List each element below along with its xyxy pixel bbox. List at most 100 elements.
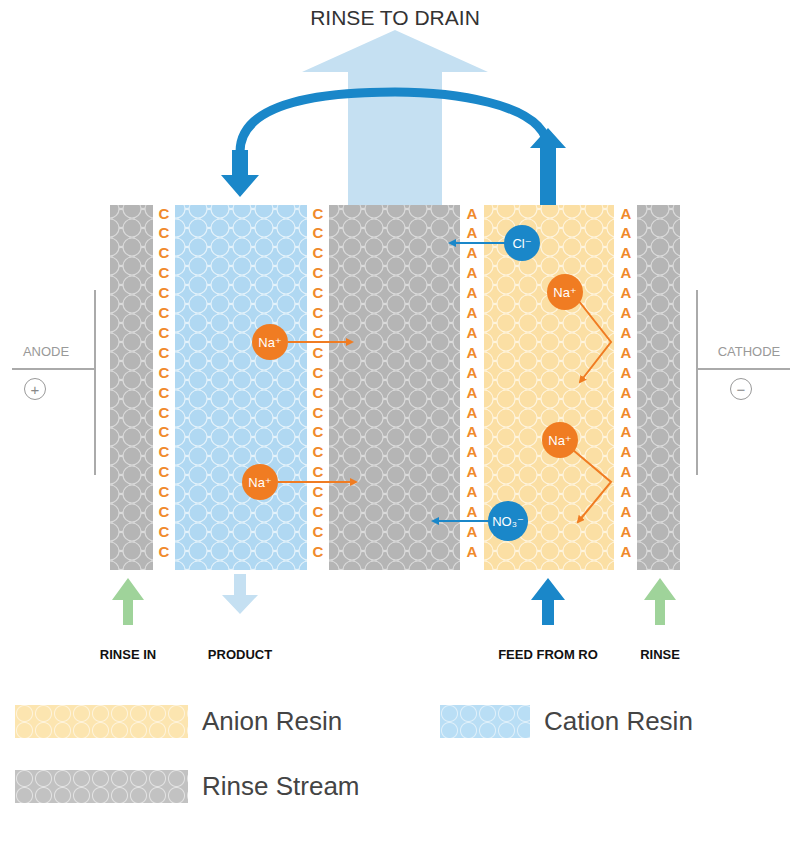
ion-arrow	[433, 520, 490, 522]
membrane-letter: A	[621, 305, 632, 320]
ion-arrow	[278, 481, 356, 483]
flow-label: PRODUCT	[208, 648, 272, 663]
membrane-letter: C	[159, 245, 170, 260]
membrane-letter: C	[159, 405, 170, 420]
recycle-up-arrow	[530, 128, 566, 205]
membrane-letter: A	[621, 365, 632, 380]
ion-label: NO₃⁻	[492, 514, 524, 529]
membrane-letter: C	[313, 484, 324, 499]
membrane-letter: C	[313, 225, 324, 240]
recycle-arc	[240, 92, 548, 152]
legend-swatch	[15, 770, 188, 803]
membrane-letter: C	[159, 206, 170, 221]
membrane-letter: A	[467, 504, 478, 519]
ion-circle: NO₃⁻	[488, 501, 528, 541]
ion-label: −	[737, 381, 746, 398]
membrane-letter: A	[621, 265, 632, 280]
membrane-letter: C	[159, 464, 170, 479]
membrane-letter: A	[467, 225, 478, 240]
membrane-letter: C	[159, 265, 170, 280]
membrane-letter: A	[467, 245, 478, 260]
membrane-letter: C	[313, 405, 324, 420]
legend-swatch	[15, 705, 188, 738]
membrane-letter: A	[467, 544, 478, 559]
ion-arrow	[573, 450, 611, 522]
membrane-letter: A	[467, 464, 478, 479]
flow-label: FEED FROM RO	[498, 648, 598, 663]
membrane-letter: C	[159, 484, 170, 499]
anion-compartment	[484, 205, 614, 570]
membrane-letter: C	[313, 424, 324, 439]
flow-label: RINSE IN	[100, 648, 156, 663]
membrane-letter: C	[159, 305, 170, 320]
ion-arrow	[288, 341, 352, 343]
membrane-letter: C	[313, 325, 324, 340]
membrane-letter: A	[467, 424, 478, 439]
membrane-letter: C	[313, 385, 324, 400]
ion-label: Na⁺	[553, 285, 576, 300]
ion-circle: Na⁺	[542, 422, 578, 458]
membrane-letter: C	[313, 305, 324, 320]
membrane-letter: A	[467, 405, 478, 420]
membrane-letter: A	[621, 424, 632, 439]
rinse-compartment	[637, 205, 680, 570]
membrane-letter: A	[621, 524, 632, 539]
membrane-letter: A	[621, 444, 632, 459]
membrane-letter: A	[621, 385, 632, 400]
membrane-letter: C	[159, 225, 170, 240]
membrane-letter: A	[621, 285, 632, 300]
membrane-letter: C	[159, 444, 170, 459]
cathode-wire	[697, 368, 790, 370]
ion-label: +	[31, 381, 40, 398]
ion-circle: Na⁺	[242, 464, 278, 500]
membrane-letter: C	[313, 206, 324, 221]
membrane-letter: C	[159, 544, 170, 559]
membrane-letter: A	[621, 206, 632, 221]
membrane-letter: C	[159, 424, 170, 439]
membrane-letter: A	[467, 444, 478, 459]
membrane-letter: A	[621, 504, 632, 519]
membrane-letter: C	[159, 365, 170, 380]
legend-text: Cation Resin	[544, 707, 693, 737]
membrane-letter: C	[159, 285, 170, 300]
membrane-letter: A	[467, 206, 478, 221]
membrane-letter: C	[313, 444, 324, 459]
ion-label: Na⁺	[248, 475, 271, 490]
membrane-letter: A	[621, 464, 632, 479]
ion-circle: Cl⁻	[504, 225, 540, 261]
anode-plate	[94, 290, 96, 475]
cation-compartment	[175, 205, 307, 570]
product-arrow	[222, 574, 258, 614]
rinse-compartment	[110, 205, 153, 570]
membrane-letter: A	[621, 325, 632, 340]
membrane-letter: A	[467, 385, 478, 400]
membrane-letter: C	[313, 365, 324, 380]
membrane-letter: C	[313, 345, 324, 360]
membrane-letter: A	[467, 285, 478, 300]
rinse-arrow	[644, 578, 676, 625]
membrane-letter: A	[467, 305, 478, 320]
membrane-letter: C	[159, 385, 170, 400]
rinse-compartment	[329, 205, 460, 570]
membrane-letter: A	[621, 225, 632, 240]
membrane-letter: C	[313, 245, 324, 260]
electrode-sign: +	[24, 378, 46, 400]
legend-text: Anion Resin	[202, 707, 342, 737]
membrane-letter: C	[159, 325, 170, 340]
anode-wire	[12, 368, 95, 370]
ion-arrow	[450, 242, 505, 244]
membrane-letter: C	[313, 464, 324, 479]
membrane-letter: A	[621, 245, 632, 260]
flow-label: RINSE TO DRAIN	[310, 6, 480, 30]
membrane-letter: A	[621, 484, 632, 499]
membrane-letter: A	[467, 365, 478, 380]
ion-circle: Na⁺	[547, 274, 583, 310]
legend-swatch	[440, 705, 530, 738]
ion-circle: Na⁺	[252, 324, 288, 360]
membrane-letter: C	[313, 544, 324, 559]
electrode-sign: −	[730, 378, 752, 400]
membrane-letter: A	[621, 405, 632, 420]
membrane-letter: A	[467, 524, 478, 539]
electrode-label: CATHODE	[718, 345, 781, 360]
ion-label: Na⁺	[258, 335, 281, 350]
